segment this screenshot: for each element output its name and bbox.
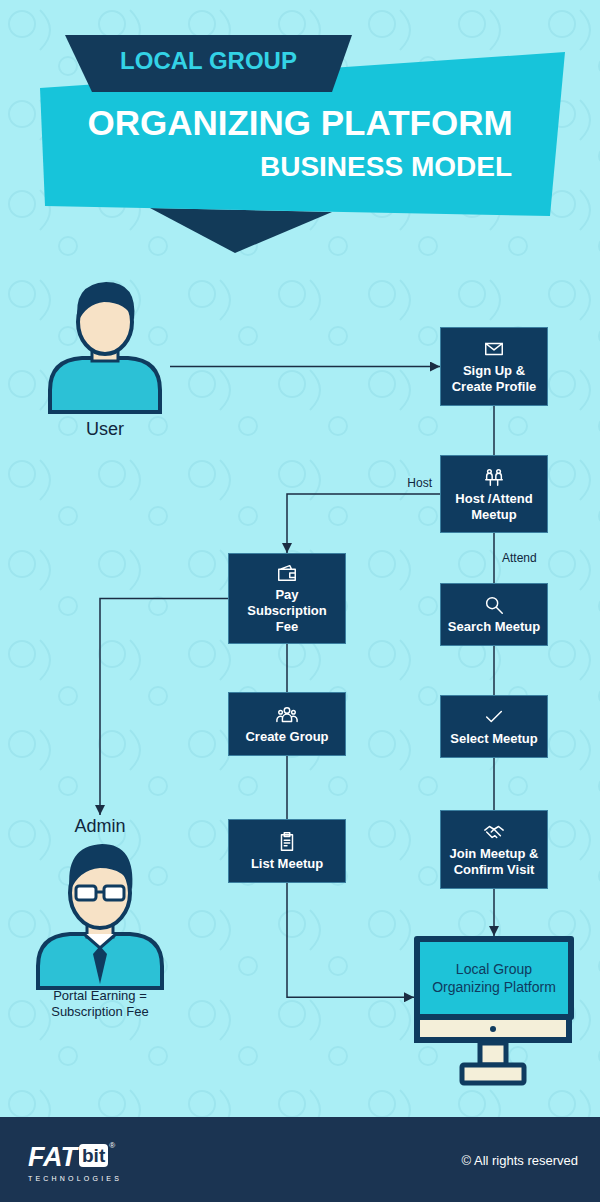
role-label: Admin — [74, 815, 125, 838]
node-text: Search Meetup — [448, 619, 540, 635]
flow-connector — [493, 889, 495, 936]
title-text: ORGANIZING PLATFORM — [40, 102, 560, 144]
platform-screen: Local Group Organizing Platform — [414, 936, 574, 1020]
logo-text: TECHNOLOGIES — [28, 1175, 122, 1183]
logo-text: bit — [79, 1144, 108, 1167]
icon-stroke — [279, 566, 296, 581]
flow-connector — [493, 533, 495, 583]
logo: FATbit® TECHNOLOGIES — [28, 1141, 122, 1183]
copyright-text: © All rights reserved — [461, 1153, 578, 1169]
drawing-part — [38, 934, 162, 988]
icon-stroke — [485, 827, 503, 838]
flow-connector — [170, 366, 440, 368]
logo-row: FATbit® — [28, 1141, 122, 1173]
process-box: Select Meetup — [440, 695, 548, 758]
drawing-part — [462, 1065, 524, 1083]
footer-band — [0, 1117, 600, 1202]
decision-box: Host /Attend Meetup — [440, 455, 548, 533]
banner-shadow — [150, 208, 332, 253]
logo-sub: TECHNOLOGIES — [28, 1175, 122, 1183]
node-text: Select Meetup — [450, 731, 537, 747]
flow-connector — [493, 758, 495, 810]
node-text: Pay Subscription Fee — [235, 587, 339, 635]
box-icon — [276, 704, 298, 726]
drawing-part — [104, 886, 124, 900]
process-box: Sign Up & Create Profile — [440, 327, 548, 406]
icon-stroke — [487, 712, 502, 722]
edge-label: Host — [405, 476, 434, 490]
subtitle-text: BUSINESS MODEL — [260, 150, 512, 184]
drawing-part — [480, 1043, 506, 1065]
process-box: Search Meetup — [440, 583, 548, 646]
user-figure — [50, 282, 160, 412]
subtitle-text: LOCAL GROUP — [65, 46, 352, 75]
flow-connector — [286, 644, 288, 692]
note-text: Portal Earning = Subscription Fee — [35, 988, 165, 1020]
box-icon — [483, 821, 505, 843]
node-text: List Meetup — [251, 856, 323, 872]
box-icon — [483, 594, 505, 616]
logo-text: FAT — [28, 1141, 77, 1173]
node-text: Sign Up & Create Profile — [447, 363, 541, 395]
drawing-part — [76, 886, 96, 900]
flow-connector — [286, 756, 288, 819]
process-box: Create Group — [228, 692, 346, 756]
icon-stroke — [487, 598, 503, 614]
icon-stroke — [277, 707, 297, 721]
process-box: List Meetup — [228, 819, 346, 883]
icon-stroke — [486, 344, 503, 355]
logo-mark: ® — [109, 1141, 115, 1151]
node-text: Create Group — [245, 729, 328, 745]
box-icon — [483, 706, 505, 728]
flow-connector — [287, 494, 440, 553]
node-text: Local Group Organizing Platform — [426, 960, 562, 996]
process-box: Join Meetup & Confirm Visit — [440, 810, 548, 889]
drawing-part — [96, 891, 104, 894]
node-text: Host /Attend Meetup — [447, 491, 541, 523]
title-ribbon — [65, 35, 352, 92]
role-label: User — [86, 418, 124, 441]
drawing-part — [50, 358, 160, 412]
background-texture — [0, 0, 600, 1117]
user-node: User — [40, 280, 170, 445]
flow-connector — [100, 599, 228, 816]
drawing-part — [77, 282, 134, 322]
drawing-part — [93, 946, 107, 984]
drawing-part — [490, 1026, 496, 1032]
node-text: Join Meetup & Confirm Visit — [447, 846, 541, 878]
box-icon — [483, 338, 505, 360]
monitor-stand — [417, 1016, 569, 1083]
flow-connector — [493, 646, 495, 695]
flow-connector — [287, 883, 414, 997]
icon-stroke — [486, 469, 503, 485]
drawing-part — [84, 934, 116, 948]
admin-figure — [38, 844, 162, 988]
box-icon — [276, 562, 298, 584]
box-icon — [276, 831, 298, 853]
process-box: Pay Subscription Fee — [228, 553, 346, 644]
box-icon — [483, 466, 505, 488]
icon-stroke — [282, 832, 293, 849]
flow-connector — [493, 406, 495, 455]
admin-node: AdminPortal Earning = Subscription Fee — [30, 815, 170, 1030]
edge-label: Attend — [500, 551, 539, 565]
